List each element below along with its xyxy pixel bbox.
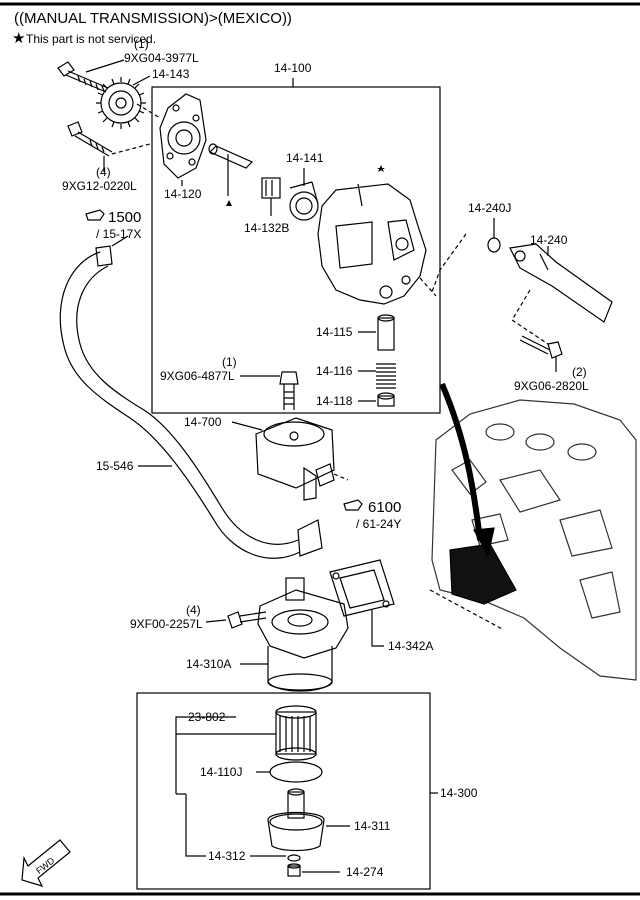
plate-label: 14-120 <box>164 187 202 201</box>
element-label: 23-802 <box>188 710 226 724</box>
location-arrow <box>439 382 483 541</box>
bolt-top-qty: (1) <box>134 37 149 51</box>
jet-bolt-2820-label: 9XG06-2820L <box>514 379 589 393</box>
ref-1500-sub: / 15-17X <box>96 227 141 241</box>
oil-jet-part <box>509 243 613 323</box>
housing-bolt-label: 9XF00-2257L <box>130 617 203 631</box>
cooler-leader <box>231 421 263 431</box>
cooler-label: 14-700 <box>184 415 222 429</box>
housing-label: 14-310A <box>186 657 231 671</box>
pump-plate-part <box>159 93 207 179</box>
bolt-top-part <box>57 61 109 93</box>
not-serviced-note: This part is not serviced. <box>26 32 157 46</box>
cooler-bolt-label: 9XG06-4877L <box>160 369 235 383</box>
pump-shaft-part <box>208 143 254 196</box>
shaft-star-icon <box>226 200 232 206</box>
shaft-label: 14-132B <box>244 221 289 235</box>
pump-group-label: 14-100 <box>274 61 312 75</box>
valve-label: 14-115 <box>316 325 353 339</box>
bolt-left-dash <box>111 143 151 155</box>
bracket-lower <box>185 794 206 857</box>
gear-part <box>96 77 146 129</box>
housing-bolt-leader <box>205 619 227 623</box>
ref-1500-hand-icon <box>85 209 105 221</box>
jet-bolt-2820-part <box>519 335 563 359</box>
jet-bolt-2820-qty: (2) <box>572 365 587 379</box>
cooler-bolt-qty: (1) <box>222 355 237 369</box>
not-serviced-star-icon: ★ <box>12 30 26 47</box>
gasket-label: 14-342A <box>388 639 433 653</box>
oil-hose-part <box>59 245 323 559</box>
bolt-left-qty: (4) <box>96 165 111 179</box>
gasket-leader <box>371 610 384 647</box>
rotor-label: 14-141 <box>286 151 324 165</box>
pump-body-part <box>317 183 427 305</box>
gear-label: 14-143 <box>152 67 190 81</box>
inner-rotor-part <box>261 177 281 199</box>
pump-group-box <box>151 86 441 414</box>
ref-6100-label: 6100 <box>368 499 401 516</box>
spring-label: 14-116 <box>316 364 353 378</box>
location-arrow-head <box>473 527 495 558</box>
bolt-left-label: 9XG12-0220L <box>62 179 137 193</box>
filter-group-label: 14-300 <box>440 786 478 800</box>
bolt-top-label: 9XG04-3977L <box>124 51 199 65</box>
hose-ref-leader <box>111 235 129 247</box>
seal-label: 14-312 <box>208 849 246 863</box>
relief-spring-part <box>376 363 396 389</box>
cooler-bolt-part <box>279 371 299 410</box>
filter-housing-part <box>257 577 349 692</box>
fwd-arrow-icon <box>21 839 71 887</box>
mounted-pump-part <box>449 543 517 605</box>
gasket-part <box>329 559 395 617</box>
drain-label: 14-274 <box>346 865 384 879</box>
jet-bolt-label: 14-240J <box>468 201 511 215</box>
jet-label: 14-240 <box>530 233 568 247</box>
housing-bolt-qty: (4) <box>186 603 201 617</box>
gear-dash <box>136 103 161 119</box>
cooler-dash <box>333 473 349 481</box>
plug-label: 14-118 <box>316 394 353 408</box>
element-leader <box>175 716 236 794</box>
filter-element-part <box>275 705 317 761</box>
ref-1500-label: 1500 <box>108 209 141 226</box>
oring-label: 14-110J <box>200 765 242 779</box>
bolt-top-leader <box>85 59 125 73</box>
outer-rotor-part <box>289 181 319 221</box>
oil-cooler-part <box>255 417 335 501</box>
bolt-left-part <box>67 121 113 157</box>
ref-6100-hand-icon <box>343 499 363 511</box>
jet-dash-a <box>431 233 467 293</box>
page-title: ((MANUAL TRANSMISSION)>(MEXICO)) <box>14 10 292 27</box>
oring-part <box>269 761 323 783</box>
hose-label: 15-546 <box>96 459 134 473</box>
relief-plug-part <box>377 392 395 407</box>
ref-6100-sub: / 61-24Y <box>356 517 401 531</box>
filter-cap-part <box>267 788 325 852</box>
housing-bolt-part <box>227 611 267 629</box>
drain-plug-part <box>287 863 301 877</box>
jet-dash-b <box>511 289 549 345</box>
oil-jet-bolt-part <box>487 237 501 253</box>
pump-body-star-icon <box>377 165 385 172</box>
cap-label: 14-311 <box>354 819 391 833</box>
relief-valve-part <box>377 314 395 351</box>
seal-part <box>287 854 301 862</box>
pump-body-dash <box>419 277 437 297</box>
location-dash <box>429 589 505 631</box>
gear-leader <box>132 75 151 86</box>
filter-group-box <box>136 692 431 890</box>
